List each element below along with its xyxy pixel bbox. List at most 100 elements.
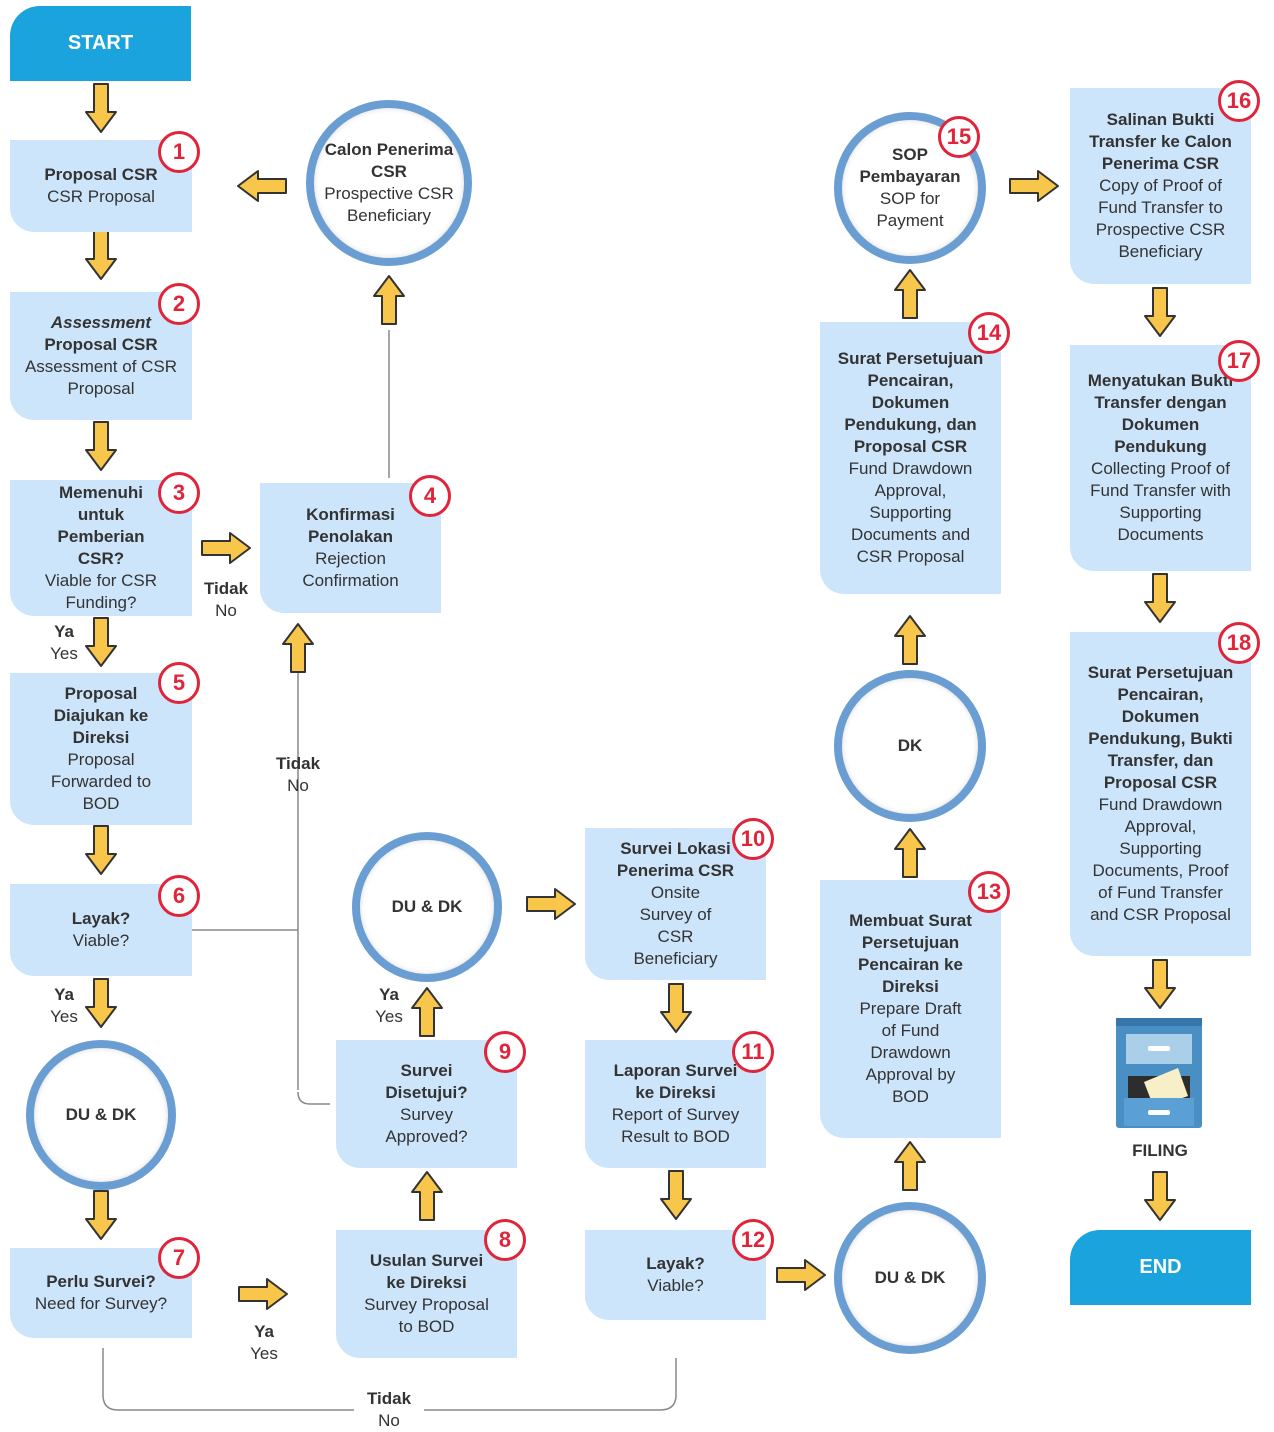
arrow-5-to-6 — [85, 825, 117, 875]
label-ya-3-en: Yes — [50, 644, 78, 663]
step-18-box: Surat Persetujuan Pencairan, Dokumen Pen… — [1070, 632, 1251, 956]
step-1-subtitle: CSR Proposal — [47, 187, 155, 206]
step-18-subtitle: Fund Drawdown Approval, Supporting Docum… — [1090, 795, 1231, 924]
badge-1: 1 — [158, 131, 200, 173]
step-2-subtitle: Assessment of CSR Proposal — [24, 357, 178, 398]
step-8-box: Usulan Survei ke Direksi Survey Proposal… — [336, 1230, 517, 1358]
badge-7: 7 — [158, 1237, 200, 1279]
label-ya-6-en: Yes — [50, 1007, 78, 1026]
arrow-18-to-filing — [1144, 959, 1176, 1009]
step-3-subtitle: Viable for CSR Funding? — [44, 571, 158, 612]
step-7-subtitle: Need for Survey? — [34, 1294, 168, 1313]
label-tidak-3-en: No — [215, 601, 237, 620]
du-dk-mid-label: DU & DK — [391, 897, 463, 916]
label-ya-3-id: Ya — [54, 622, 74, 641]
label-tidak-bottom: Tidak No — [354, 1388, 424, 1432]
label-ya-7: Ya Yes — [238, 1321, 290, 1365]
arrow-17-to-18 — [1144, 573, 1176, 623]
step-8-subtitle: Survey Proposal to BOD — [364, 1295, 489, 1336]
step-2-title: Proposal CSR — [44, 335, 158, 354]
start-label: START — [67, 32, 134, 54]
step-5-subtitle: Proposal Forwarded to BOD — [50, 750, 152, 813]
step-10-title: Survei Lokasi Penerima CSR — [616, 839, 735, 880]
badge-13: 13 — [968, 871, 1010, 913]
badge-8: 8 — [484, 1219, 526, 1261]
arrow-11-to-12 — [660, 1170, 692, 1220]
arrow-dudk-to-7 — [85, 1190, 117, 1240]
badge-14: 14 — [968, 312, 1010, 354]
sop-subtitle: SOP for Payment — [876, 189, 944, 230]
label-tidak-6-en: No — [287, 776, 309, 795]
step-6-subtitle: Viable? — [72, 931, 130, 950]
arrow-2-to-3 — [85, 421, 117, 471]
label-ya-3: Ya Yes — [38, 621, 90, 665]
arrow-3-to-5 — [85, 617, 117, 667]
arrow-trunk-to-4 — [282, 623, 314, 673]
sop-title: SOP Pembayaran — [859, 145, 961, 186]
step-12-subtitle: Viable? — [647, 1276, 704, 1295]
end-label: END — [1139, 1256, 1182, 1278]
arrow-7-to-8 — [238, 1278, 288, 1310]
arrow-filing-to-end — [1144, 1171, 1176, 1221]
step-14-title: Surat Persetujuan Pencairan, Dokumen Pen… — [837, 349, 984, 456]
start-terminal: START — [10, 6, 191, 81]
arrow-4-to-calon — [373, 275, 405, 325]
step-16-subtitle: Copy of Proof of Fund Transfer to Prospe… — [1095, 176, 1226, 261]
filing-label: FILING — [1132, 1141, 1188, 1160]
arrow-14-to-15 — [894, 269, 926, 319]
step-14-box: Surat Persetujuan Pencairan, Dokumen Pen… — [820, 322, 1001, 594]
label-ya-9-id: Ya — [379, 985, 399, 1004]
label-ya-7-id: Ya — [254, 1322, 274, 1341]
du-dk-left-circle: DU & DK — [26, 1040, 176, 1190]
arrow-dk-to-14 — [894, 615, 926, 665]
label-tidak-6-id: Tidak — [275, 754, 321, 773]
step-9-subtitle: Survey Approved? — [385, 1105, 468, 1146]
dk-circle: DK — [834, 670, 986, 822]
end-terminal: END — [1070, 1230, 1251, 1305]
badge-6: 6 — [158, 875, 200, 917]
badge-5: 5 — [158, 662, 200, 704]
label-ya-7-en: Yes — [250, 1344, 278, 1363]
step-11-title: Laporan Survei ke Direksi — [613, 1061, 738, 1102]
step-5-box: Proposal Diajukan ke Direksi Proposal Fo… — [10, 673, 192, 825]
label-tidak-bottom-id: Tidak — [366, 1389, 412, 1408]
arrow-16-to-17 — [1144, 287, 1176, 337]
step-10-box: Survei Lokasi Penerima CSR Onsite Survey… — [585, 828, 766, 980]
arrow-6-to-dudk — [85, 978, 117, 1028]
arrow-15-to-16 — [1009, 170, 1059, 202]
label-tidak-3-id: Tidak — [203, 579, 249, 598]
filing-label-wrap: FILING — [1110, 1140, 1210, 1162]
calon-penerima-circle: Calon Penerima CSR Prospective CSR Benef… — [306, 100, 472, 266]
step-4-subtitle: Rejection Confirmation — [302, 549, 399, 590]
arrow-dudk-to-13 — [894, 1141, 926, 1191]
arrow-start-to-1 — [85, 83, 117, 133]
step-5-title: Proposal Diajukan ke Direksi — [53, 684, 149, 747]
arrow-1-to-2 — [85, 230, 117, 280]
step-18-title: Surat Persetujuan Pencairan, Dokumen Pen… — [1087, 663, 1234, 792]
step-7-title: Perlu Survei? — [46, 1272, 156, 1291]
connector-9-to-trunk — [297, 1091, 330, 1105]
step-8-title: Usulan Survei ke Direksi — [369, 1251, 484, 1292]
du-dk-mid-circle: DU & DK — [352, 832, 502, 982]
badge-11: 11 — [732, 1031, 774, 1073]
arrow-9-to-dudk — [411, 987, 443, 1037]
label-tidak-6: Tidak No — [266, 753, 330, 797]
badge-16: 16 — [1218, 80, 1260, 122]
step-16-box: Salinan Bukti Transfer ke Calon Penerima… — [1070, 88, 1251, 284]
step-16-title: Salinan Bukti Transfer ke Calon Penerima… — [1089, 110, 1232, 173]
arrow-calon-to-1 — [237, 170, 287, 202]
badge-17: 17 — [1218, 340, 1260, 382]
step-4-title: Konfirmasi Penolakan — [306, 505, 395, 546]
arrow-13-to-dk — [894, 828, 926, 878]
step-13-subtitle: Prepare Draft of Fund Drawdown Approval … — [859, 999, 962, 1106]
badge-15: 15 — [938, 116, 980, 158]
step-2-italic: Assessment — [50, 313, 152, 332]
label-ya-6: Ya Yes — [38, 984, 90, 1028]
step-17-box: Menyatukan Bukti Transfer dengan Dokumen… — [1070, 345, 1251, 571]
step-17-title: Menyatukan Bukti Transfer dengan Dokumen… — [1087, 371, 1234, 456]
label-tidak-3: Tidak No — [194, 578, 258, 622]
step-9-title: Survei Disetujui? — [385, 1061, 468, 1102]
step-14-subtitle: Fund Drawdown Approval, Supporting Docum… — [848, 459, 973, 566]
du-dk-left-label: DU & DK — [65, 1105, 137, 1124]
